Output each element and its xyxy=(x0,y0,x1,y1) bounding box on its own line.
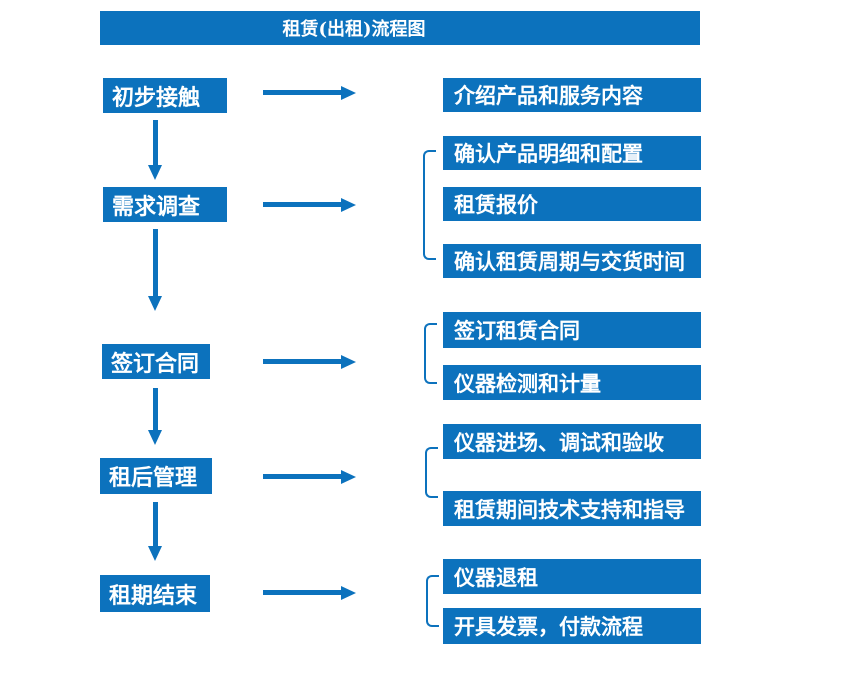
detail-box-invoice-payment: 开具发票，付款流程 xyxy=(443,608,701,644)
arrow-down-icon-1 xyxy=(148,120,162,180)
detail-box-instrument-inspection: 仪器检测和计量 xyxy=(443,365,701,400)
stage-box-lease-end: 租期结束 xyxy=(100,575,210,612)
arrow-right-icon-2 xyxy=(263,197,356,212)
detail-box-instrument-return: 仪器退租 xyxy=(443,559,701,594)
detail-box-tech-support: 租赁期间技术支持和指导 xyxy=(443,491,701,526)
arrow-down-icon-4 xyxy=(148,502,162,561)
stage-box-demand-survey: 需求调查 xyxy=(103,187,227,222)
detail-box-introduce-products: 介绍产品和服务内容 xyxy=(443,78,701,112)
arrow-right-icon-1 xyxy=(263,85,356,100)
bracket-group-post-rental xyxy=(425,447,438,498)
arrow-right-icon-4 xyxy=(263,469,356,484)
bracket-group-sign-contract xyxy=(424,323,437,384)
arrow-down-icon-2 xyxy=(148,229,162,311)
arrow-down-icon-3 xyxy=(148,388,162,445)
stage-box-post-rental-management: 租后管理 xyxy=(100,458,212,494)
bracket-group-lease-end xyxy=(426,575,439,627)
arrow-right-icon-5 xyxy=(263,585,356,600)
stage-box-initial-contact: 初步接触 xyxy=(103,78,227,113)
detail-box-confirm-period-delivery: 确认租赁周期与交货时间 xyxy=(443,244,701,278)
bracket-group-demand-survey xyxy=(423,150,436,260)
detail-box-instrument-setup: 仪器进场、调试和验收 xyxy=(443,424,701,459)
flowchart-title: 租赁(出租)流程图 xyxy=(100,11,700,45)
detail-box-rental-quote: 租赁报价 xyxy=(443,187,701,221)
stage-box-sign-contract: 签订合同 xyxy=(102,344,210,379)
arrow-right-icon-3 xyxy=(263,354,356,369)
detail-box-confirm-product-config: 确认产品明细和配置 xyxy=(443,136,701,170)
detail-box-sign-rental-contract: 签订租赁合同 xyxy=(443,312,701,348)
